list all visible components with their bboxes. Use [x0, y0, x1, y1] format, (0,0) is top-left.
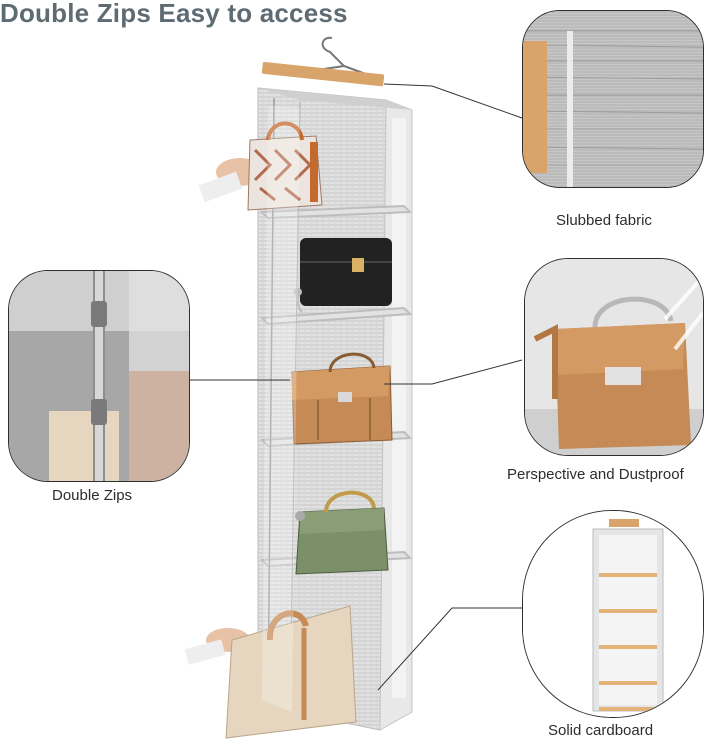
hanger-icon — [261, 36, 385, 87]
zipper-icon — [91, 271, 107, 481]
page-title: Double Zips Easy to access — [0, 0, 348, 28]
bag-black — [294, 238, 392, 313]
label-perspective: Perspective and Dustproof — [507, 466, 684, 483]
fabric-closeup — [522, 10, 704, 188]
zipper-closeup — [8, 270, 190, 482]
bag-tote — [184, 605, 357, 739]
bag-green — [295, 490, 389, 575]
bag-tan — [291, 352, 393, 445]
cardboard-closeup — [522, 510, 704, 718]
label-double-zips: Double Zips — [52, 487, 133, 504]
bag-closeup — [524, 258, 704, 456]
label-slubbed-fabric: Slubbed fabric — [556, 212, 652, 229]
label-solid-cardboard: Solid cardboard — [548, 722, 654, 739]
bag-patterned — [198, 121, 323, 211]
